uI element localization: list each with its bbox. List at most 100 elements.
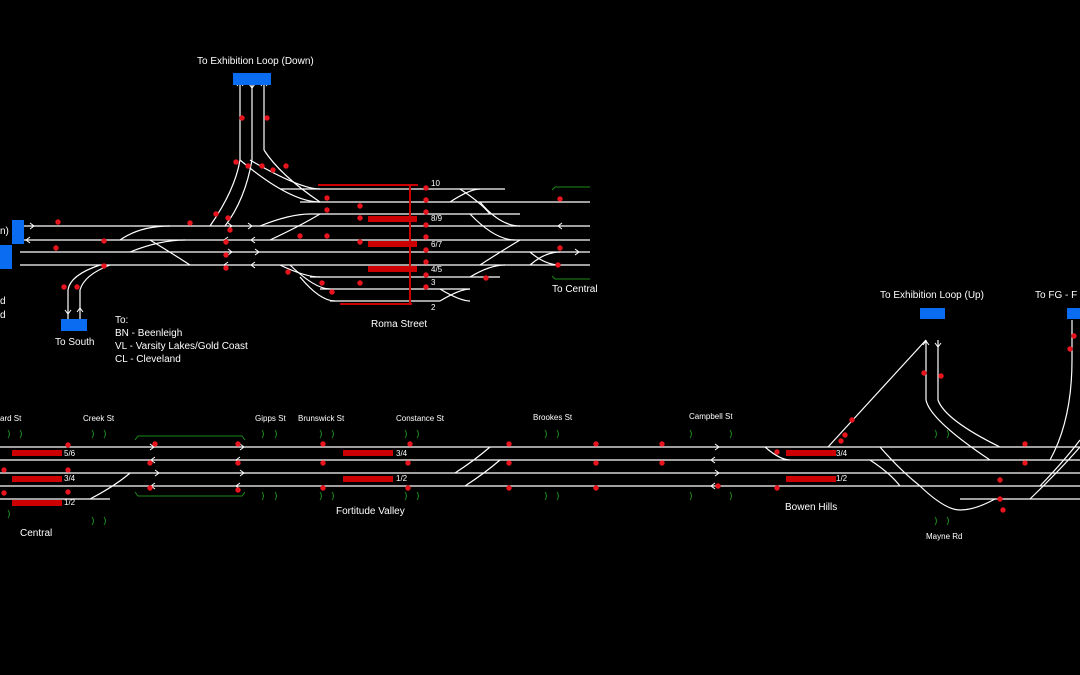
signal-light[interactable] bbox=[55, 219, 61, 225]
signal-light[interactable] bbox=[1022, 441, 1028, 447]
central-platform-number: 1/2 bbox=[64, 498, 76, 507]
exit-west-upper[interactable] bbox=[12, 220, 24, 244]
signal-light[interactable] bbox=[938, 373, 944, 379]
signal-light[interactable] bbox=[259, 163, 265, 169]
signal-light[interactable] bbox=[235, 460, 241, 466]
signal-light[interactable] bbox=[101, 263, 107, 269]
signal-light[interactable] bbox=[423, 259, 429, 265]
exit-west-lower[interactable] bbox=[0, 245, 12, 269]
signal-light[interactable] bbox=[357, 203, 363, 209]
signal-light[interactable] bbox=[483, 275, 489, 281]
signal-light[interactable] bbox=[53, 245, 59, 251]
signal-light[interactable] bbox=[423, 197, 429, 203]
signal-light[interactable] bbox=[320, 441, 326, 447]
signal-light[interactable] bbox=[423, 284, 429, 290]
label-exhibition-up: To Exhibition Loop (Up) bbox=[880, 290, 984, 301]
signal-light[interactable] bbox=[270, 167, 276, 173]
exit-exhibition-up[interactable] bbox=[920, 308, 945, 319]
roma-platform-number: 2 bbox=[431, 303, 436, 312]
signal-light[interactable] bbox=[423, 209, 429, 215]
signal-light[interactable] bbox=[324, 233, 330, 239]
signal-light[interactable] bbox=[329, 289, 335, 295]
signal-light[interactable] bbox=[774, 449, 780, 455]
signal-light[interactable] bbox=[357, 280, 363, 286]
signal-light[interactable] bbox=[225, 215, 231, 221]
signal-light[interactable] bbox=[842, 432, 848, 438]
legend-line: VL - Varsity Lakes/Gold Coast bbox=[115, 341, 248, 352]
signal-light[interactable] bbox=[213, 211, 219, 217]
signal-light[interactable] bbox=[297, 233, 303, 239]
platform-bar bbox=[12, 450, 62, 456]
signal-light[interactable] bbox=[285, 269, 291, 275]
signal-light[interactable] bbox=[233, 159, 239, 165]
signal-light[interactable] bbox=[423, 247, 429, 253]
signal-light[interactable] bbox=[593, 441, 599, 447]
signal-light[interactable] bbox=[593, 460, 599, 466]
exit-fg[interactable] bbox=[1067, 308, 1080, 319]
signal-light[interactable] bbox=[319, 280, 325, 286]
signal-light[interactable] bbox=[659, 441, 665, 447]
signal-light[interactable] bbox=[264, 115, 270, 121]
signal-light[interactable] bbox=[407, 441, 413, 447]
signal-light[interactable] bbox=[997, 496, 1003, 502]
valley-platform-number: 1/2 bbox=[396, 474, 408, 483]
signal-light[interactable] bbox=[405, 460, 411, 466]
signal-light[interactable] bbox=[997, 477, 1003, 483]
signal-light[interactable] bbox=[659, 460, 665, 466]
signal-light[interactable] bbox=[223, 252, 229, 258]
signal-light[interactable] bbox=[357, 239, 363, 245]
signal-light[interactable] bbox=[324, 195, 330, 201]
signal-light[interactable] bbox=[65, 467, 71, 473]
signal-light[interactable] bbox=[423, 222, 429, 228]
signal-light[interactable] bbox=[423, 185, 429, 191]
signal-light[interactable] bbox=[320, 460, 326, 466]
signal-light[interactable] bbox=[65, 442, 71, 448]
signal-light[interactable] bbox=[101, 238, 107, 244]
signal-light[interactable] bbox=[1022, 460, 1028, 466]
label-roma-street: Roma Street bbox=[371, 319, 428, 330]
signal-light[interactable] bbox=[147, 460, 153, 466]
signal-light[interactable] bbox=[1000, 507, 1006, 513]
exit-south[interactable] bbox=[61, 319, 87, 331]
street-label: ard St bbox=[0, 414, 22, 423]
signal-light[interactable] bbox=[1, 490, 7, 496]
signal-light[interactable] bbox=[593, 485, 599, 491]
signal-light[interactable] bbox=[283, 163, 289, 169]
signal-light[interactable] bbox=[555, 262, 561, 268]
signal-light[interactable] bbox=[65, 489, 71, 495]
signal-light[interactable] bbox=[324, 207, 330, 213]
signal-light[interactable] bbox=[320, 485, 326, 491]
signal-light[interactable] bbox=[921, 370, 927, 376]
signal-light[interactable] bbox=[245, 163, 251, 169]
signal-light[interactable] bbox=[357, 215, 363, 221]
signal-light[interactable] bbox=[61, 284, 67, 290]
signal-light[interactable] bbox=[147, 485, 153, 491]
signal-light[interactable] bbox=[506, 441, 512, 447]
signal-light[interactable] bbox=[235, 441, 241, 447]
signal-light[interactable] bbox=[405, 485, 411, 491]
signal-light[interactable] bbox=[506, 485, 512, 491]
signal-light[interactable] bbox=[423, 272, 429, 278]
signal-light[interactable] bbox=[235, 487, 241, 493]
signal-light[interactable] bbox=[506, 460, 512, 466]
signal-light[interactable] bbox=[423, 234, 429, 240]
signal-light[interactable] bbox=[557, 196, 563, 202]
signal-light[interactable] bbox=[227, 227, 233, 233]
signal-light[interactable] bbox=[223, 265, 229, 271]
signal-light[interactable] bbox=[1071, 333, 1077, 339]
signal-light[interactable] bbox=[152, 441, 158, 447]
signal-light[interactable] bbox=[557, 245, 563, 251]
signal-light[interactable] bbox=[1, 467, 7, 473]
signal-light[interactable] bbox=[223, 239, 229, 245]
signal-light[interactable] bbox=[838, 438, 844, 444]
signal-light[interactable] bbox=[774, 485, 780, 491]
signal-light[interactable] bbox=[239, 115, 245, 121]
signal-light[interactable] bbox=[74, 284, 80, 290]
roma-platform-number: 10 bbox=[431, 179, 440, 188]
exit-exhibition-down[interactable] bbox=[233, 73, 271, 85]
signal-light[interactable] bbox=[849, 417, 855, 423]
signal-light[interactable] bbox=[187, 220, 193, 226]
signal-light[interactable] bbox=[1067, 346, 1073, 352]
signal-light[interactable] bbox=[715, 483, 721, 489]
